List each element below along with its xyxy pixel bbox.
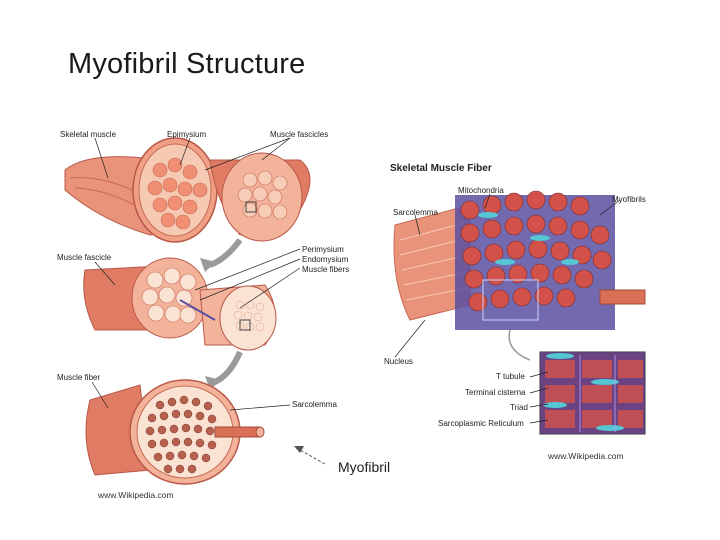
skeletal-muscle-fiber-drawing [393,190,646,361]
muscle-fiber-drawing [85,379,265,485]
label-muscle-fiber: Muscle fiber [57,373,101,382]
slide-title: Myofibril Structure [68,48,306,80]
myofibril-annotation: Myofibril [338,459,391,475]
label-epimysium: Epimysium [167,130,207,139]
muscle-fascicle-drawing [83,257,277,351]
label-terminal-cisterna: Terminal cisterna [465,388,526,397]
label-muscle-fascicles: Muscle fascicles [270,130,329,139]
credit-right: www.Wikipedia.com [548,451,624,461]
label-endomysium: Endomysium [302,255,349,264]
label-nucleus: Nucleus [384,357,413,366]
label-sarcolemma-right: Sarcolemma [393,208,438,217]
heading-skeletal-muscle-fiber: Skeletal Muscle Fiber [390,163,492,174]
skeletal-muscle-drawing [64,137,311,243]
label-skeletal-muscle: Skeletal muscle [60,130,117,139]
label-muscle-fascicle: Muscle fascicle [57,253,112,262]
credit-left: www.Wikipedia.com [98,490,174,500]
label-t-tubule: T tubule [496,372,525,381]
label-sarcoplasmic-reticulum: Sarcoplasmic Reticulum [438,419,524,428]
label-triad: Triad [510,403,528,412]
label-muscle-fibers: Muscle fibers [302,265,350,274]
sarcoplasmic-reticulum-inset [539,351,646,435]
label-myofibrils: Myofibrils [612,195,646,204]
label-perimysium: Perimysium [302,245,344,254]
label-sarcolemma-left: Sarcolemma [292,400,337,409]
label-mitochondria: Mitochondria [458,186,504,195]
